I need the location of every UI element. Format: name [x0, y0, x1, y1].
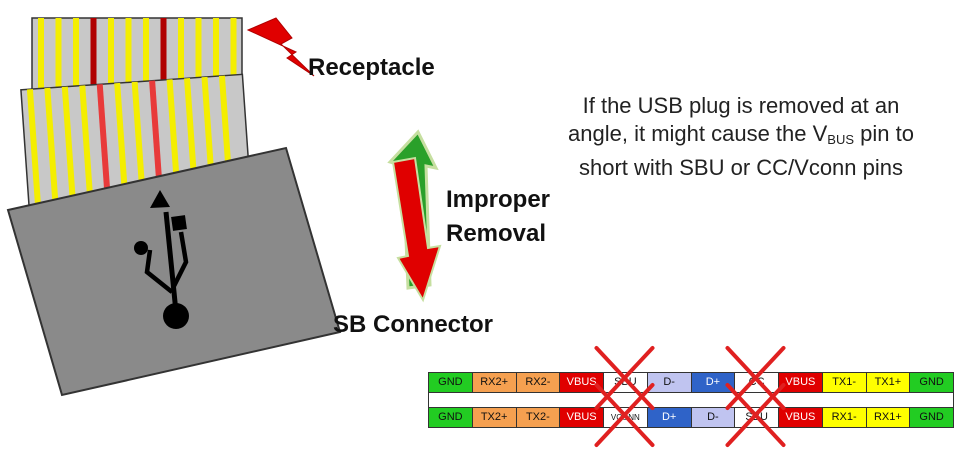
contact-stripe	[213, 18, 219, 128]
contact-stripe	[44, 87, 59, 206]
contact-stripe	[38, 18, 44, 128]
contact-stripe	[61, 86, 77, 205]
removal-arrow-icon	[387, 129, 442, 303]
pin-top-7: CC	[735, 373, 779, 392]
contact-stripe	[96, 84, 111, 203]
contact-stripe	[79, 85, 94, 204]
pinout-divider	[429, 392, 953, 408]
pin-bottom-3: VBUS	[560, 408, 604, 427]
note-text-before: If the USB plug is removed at an angle, …	[568, 93, 900, 146]
contact-stripe	[125, 18, 132, 128]
pin-top-10: TX1+	[866, 373, 911, 392]
note-text-after: pin to short with SBU or CC/Vconn pins	[578, 121, 914, 180]
contact-stripe	[184, 78, 199, 197]
explanation-note: If the USB plug is removed at an angle, …	[556, 92, 926, 182]
usb-icon	[134, 190, 189, 329]
pin-top-11: GND	[910, 373, 953, 392]
contact-stripe	[160, 18, 167, 128]
pin-bottom-6: D-	[691, 408, 736, 427]
contact-stripe	[73, 18, 79, 128]
improper-removal-label-line1: Improper	[446, 186, 551, 213]
contact-stripe	[166, 79, 181, 198]
pin-bottom-10: RX1+	[866, 408, 911, 427]
improper-removal-label-line2: Removal	[446, 220, 547, 247]
contact-stripe	[114, 82, 129, 202]
contact-stripe	[149, 80, 164, 199]
contact-stripe	[178, 18, 184, 128]
pin-bottom-7: SBU	[735, 408, 779, 427]
note-subscript: BUS	[827, 132, 855, 147]
pin-top-8: VBUS	[779, 373, 823, 392]
contact-stripe	[143, 18, 149, 128]
pin-top-2: RX2-	[516, 373, 561, 392]
connector-label: SB Connector	[333, 311, 494, 338]
contact-stripe	[108, 18, 114, 128]
pin-top-6: D+	[691, 373, 736, 392]
pin-bottom-5: D+	[647, 408, 692, 427]
pin-bottom-4: VCONN	[604, 408, 648, 427]
pin-top-9: TX1-	[822, 373, 867, 392]
pin-bottom-8: VBUS	[779, 408, 823, 427]
pin-bottom-0: GND	[429, 408, 473, 427]
contact-stripe	[131, 81, 146, 200]
contact-stripe	[90, 18, 97, 128]
pin-top-0: GND	[429, 373, 473, 392]
pin-top-3: VBUS	[560, 373, 604, 392]
contact-stripe	[230, 18, 237, 128]
pin-bottom-9: RX1-	[822, 408, 867, 427]
pin-bottom-1: TX2+	[472, 408, 517, 427]
contact-stripe	[26, 89, 42, 208]
receptacle-label: Receptacle	[308, 54, 435, 81]
pin-bottom-11: GND	[910, 408, 953, 427]
pin-top-1: RX2+	[472, 373, 517, 392]
lightning-bolt-icon	[246, 17, 315, 77]
contact-stripe	[55, 18, 62, 128]
pin-top-4: SBU	[604, 373, 648, 392]
contact-stripe	[195, 18, 202, 128]
pin-top-5: D-	[647, 373, 692, 392]
pin-bottom-2: TX2-	[516, 408, 561, 427]
